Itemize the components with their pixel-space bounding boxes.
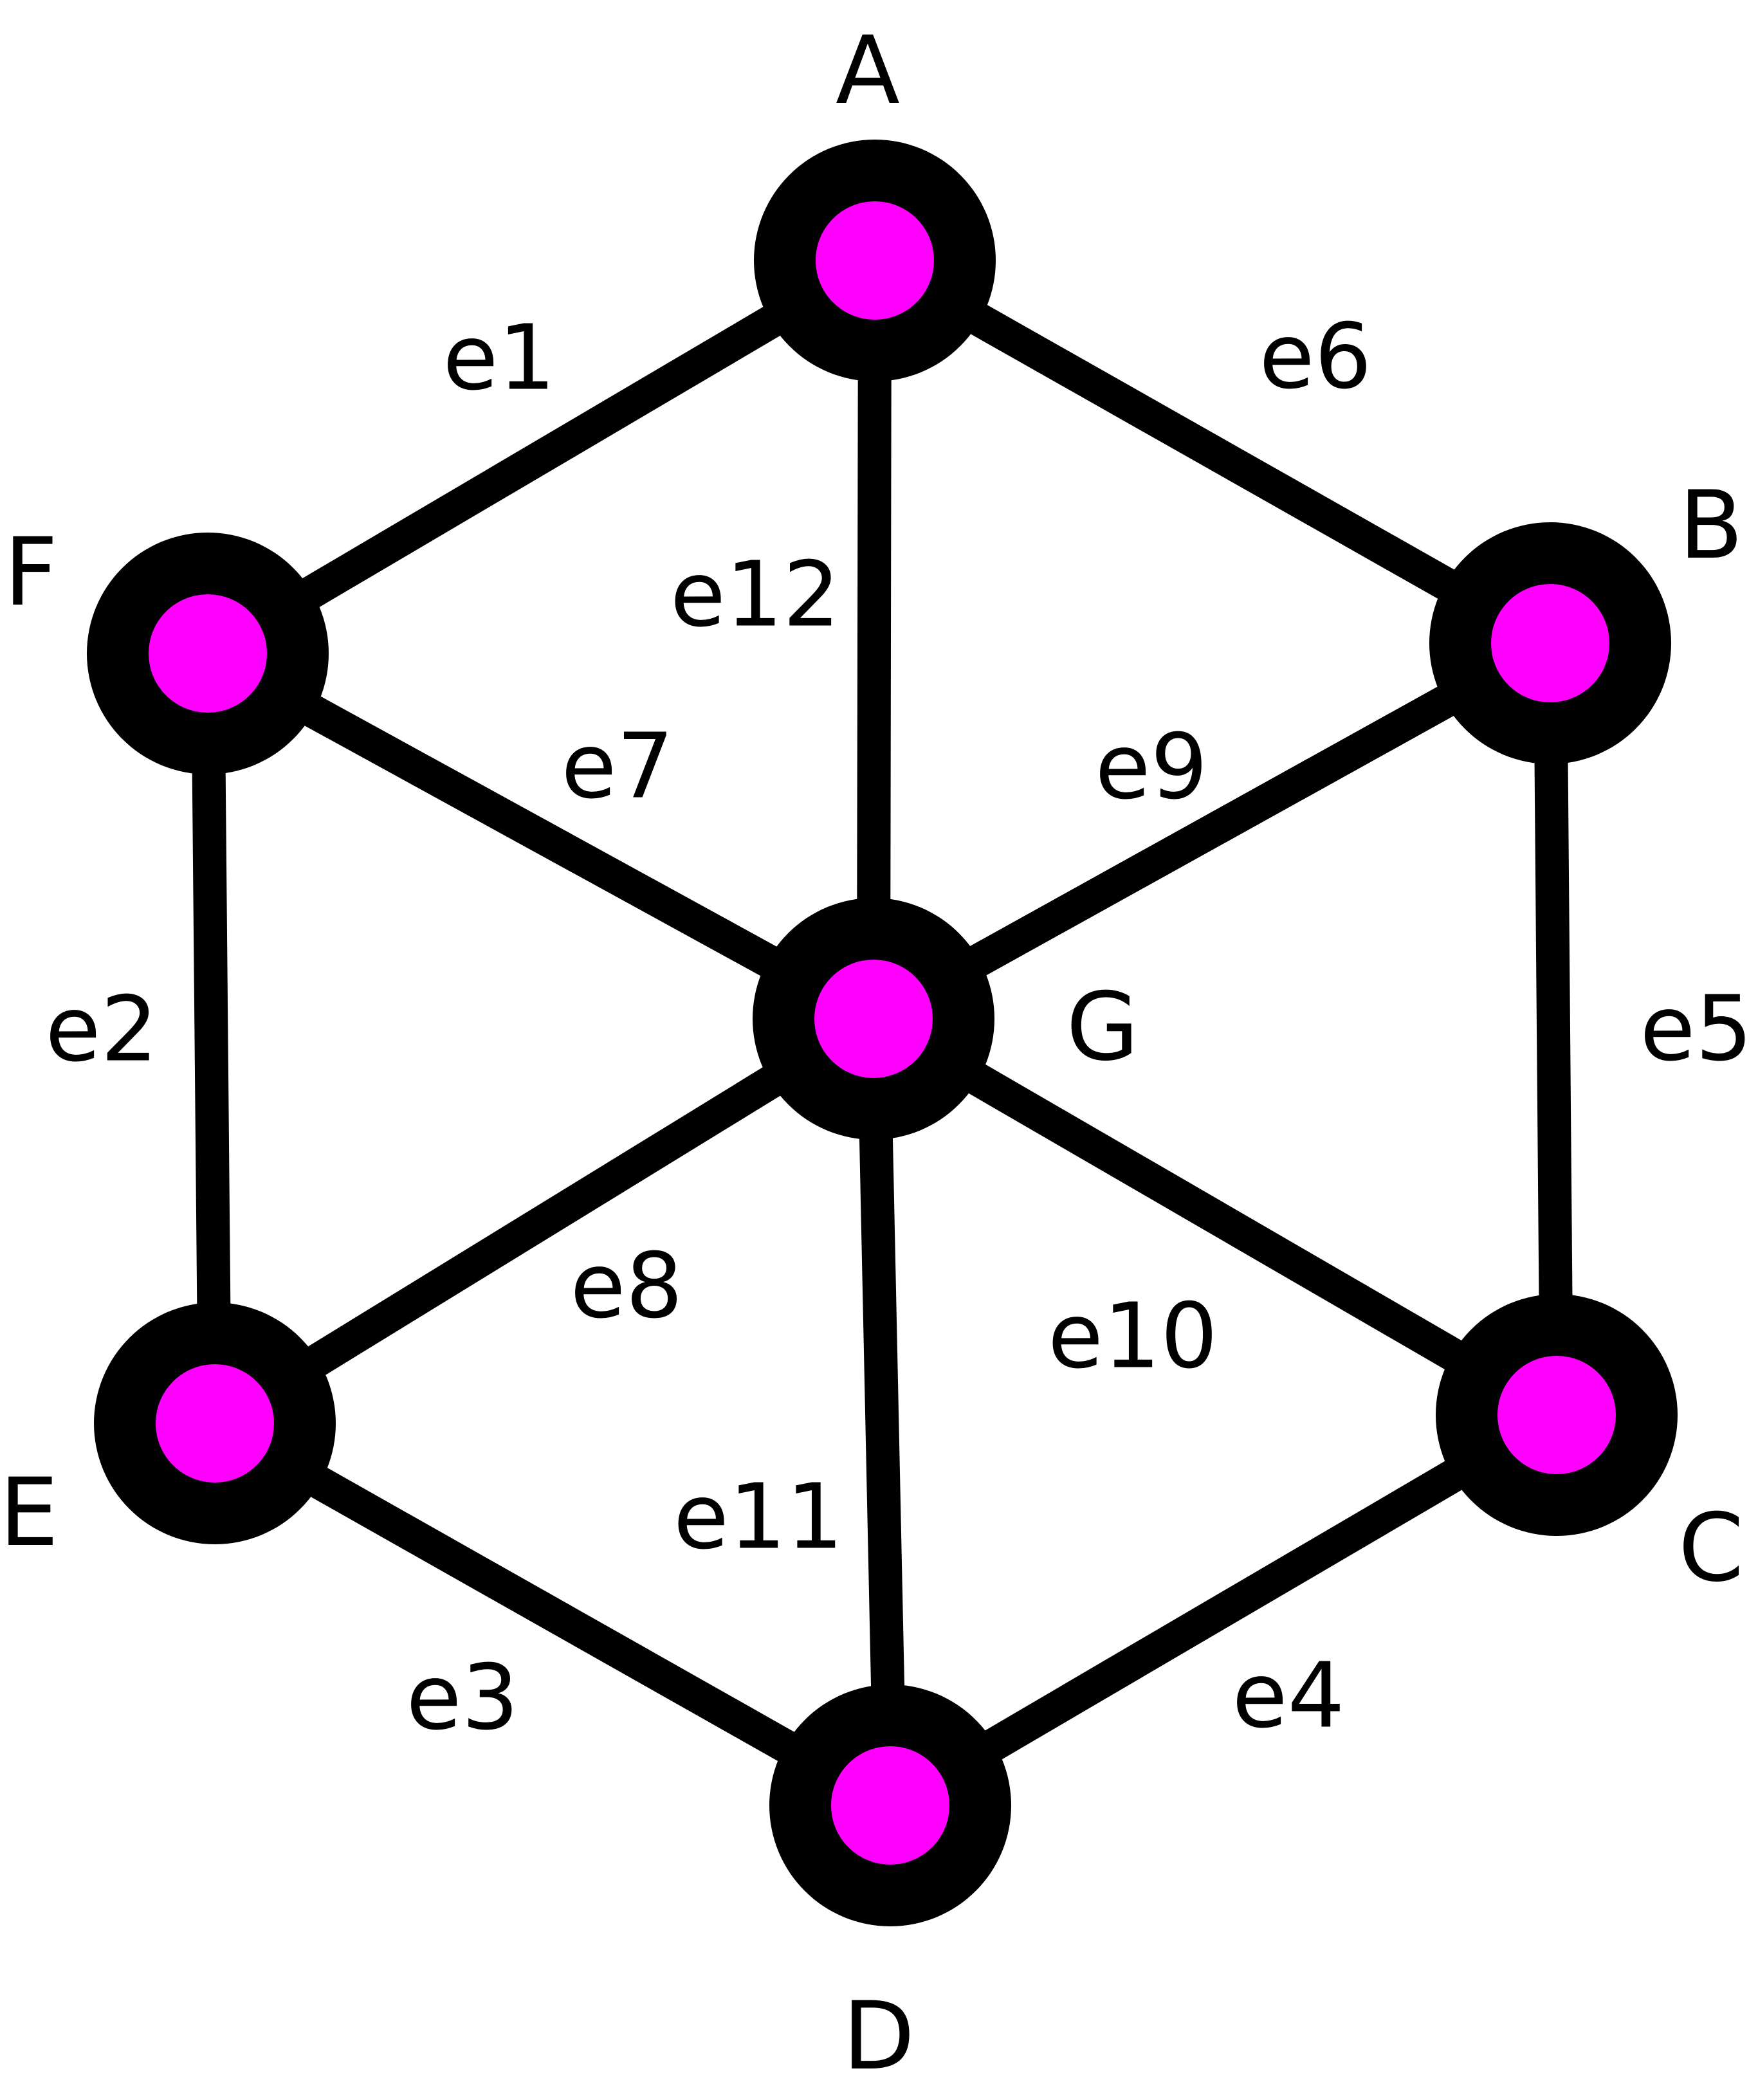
node-label-C: C <box>1678 1493 1744 1603</box>
node-B <box>1429 522 1671 764</box>
edge-e10 <box>865 1004 1566 1430</box>
node-A <box>754 140 996 381</box>
edge-e4 <box>881 1400 1566 1820</box>
edge-e1 <box>199 246 884 668</box>
node-G <box>753 898 994 1140</box>
node-fill-D <box>831 1746 949 1865</box>
edge-label-e2: e2 <box>45 978 158 1082</box>
node-label-A: A <box>836 16 900 125</box>
node-fill-A <box>816 201 934 320</box>
edge-e11 <box>857 1018 907 1806</box>
edge-label-e4: e4 <box>1232 1644 1344 1749</box>
node-label-B: B <box>1679 471 1743 580</box>
node-D <box>769 1685 1011 1926</box>
edge-e5 <box>1534 643 1573 1416</box>
edge-e3 <box>206 1409 899 1820</box>
edge-label-e5: e5 <box>1640 977 1752 1082</box>
node-fill-C <box>1497 1356 1616 1474</box>
node-label-D: D <box>843 1982 915 2091</box>
edge-e7 <box>199 639 882 1034</box>
node-fill-B <box>1491 584 1609 702</box>
nodes-layer <box>87 140 1678 1926</box>
edge-e6 <box>866 246 1559 658</box>
edge-label-e10: e10 <box>1048 1284 1218 1389</box>
edges-layer <box>191 246 1573 1820</box>
node-E <box>94 1302 336 1544</box>
edge-label-e1: e1 <box>443 306 555 411</box>
node-label-G: G <box>1066 972 1139 1082</box>
node-labels-layer: A B C D E F G <box>0 16 1744 2091</box>
edge-label-e6: e6 <box>1259 305 1371 410</box>
edge-e12 <box>857 260 892 1019</box>
node-fill-E <box>156 1364 274 1483</box>
edge-label-e11: e11 <box>673 1465 843 1570</box>
edge-label-e9: e9 <box>1095 715 1207 820</box>
node-label-E: E <box>0 1458 59 1567</box>
edge-labels-layer: e1 e2 e3 e4 e5 e6 e7 e8 e9 e10 e11 e12 <box>45 305 1752 1751</box>
edge-label-e8: e8 <box>570 1234 682 1339</box>
edge-label-e7: e7 <box>561 715 673 819</box>
edge-e2 <box>191 653 232 1424</box>
node-fill-F <box>149 594 267 713</box>
edge-label-e3: e3 <box>406 1646 518 1751</box>
node-label-F: F <box>4 518 58 627</box>
node-C <box>1436 1294 1678 1536</box>
node-F <box>87 533 329 774</box>
node-fill-G <box>814 960 933 1078</box>
edge-e9 <box>865 628 1559 1034</box>
edge-label-e12: e12 <box>670 543 840 648</box>
edge-e8 <box>206 1004 883 1438</box>
